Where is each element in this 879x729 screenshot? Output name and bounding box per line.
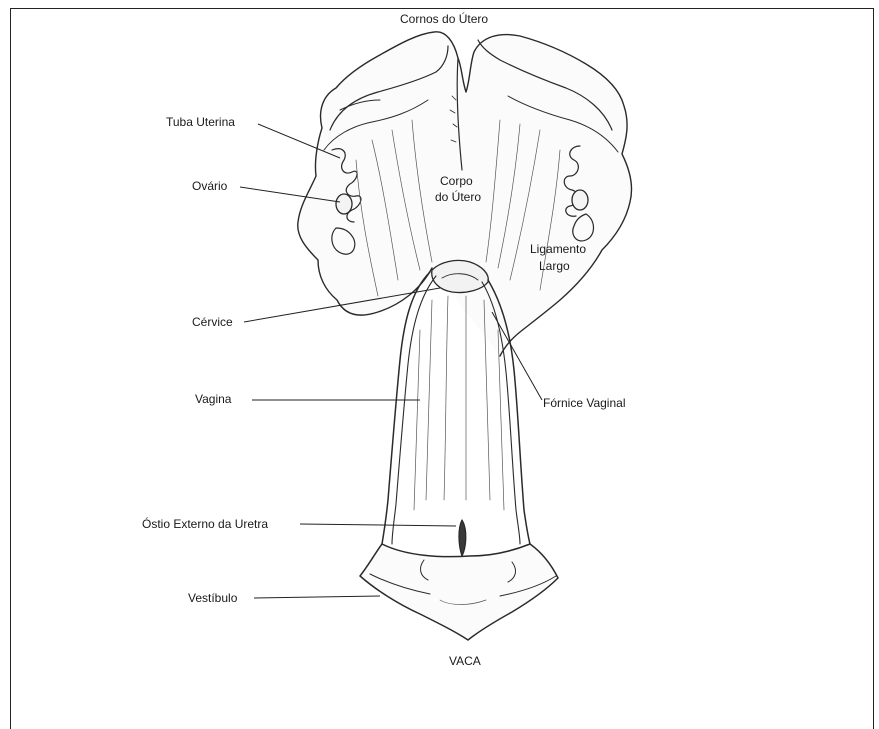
label-ovario: Ovário — [192, 179, 227, 193]
label-ligamento-line2: Largo — [539, 259, 570, 273]
leader-ostio — [300, 524, 456, 526]
reproductive-tract-illustration — [0, 0, 879, 702]
vestibule — [360, 544, 558, 640]
right-ovary — [572, 190, 588, 210]
label-fornice-vaginal: Fórnice Vaginal — [543, 396, 626, 410]
label-tuba-uterina: Tuba Uterina — [166, 115, 235, 129]
label-corpo-line1: Corpo — [440, 174, 473, 188]
urethral-orifice — [459, 520, 466, 556]
caption-vaca: VACA — [449, 654, 481, 668]
label-vagina: Vagina — [195, 392, 231, 406]
label-ligamento-line1: Ligamento — [530, 242, 586, 256]
left-ovary — [336, 194, 352, 214]
label-ostio-uretra: Óstio Externo da Uretra — [142, 517, 268, 531]
label-corpo-line2: do Útero — [435, 190, 481, 204]
label-cornos: Cornos do Útero — [400, 12, 488, 26]
label-cervice: Cérvice — [192, 315, 233, 329]
label-vestibulo: Vestíbulo — [188, 591, 237, 605]
vagina-wall-left — [382, 272, 430, 544]
leader-vestibulo — [254, 596, 380, 598]
